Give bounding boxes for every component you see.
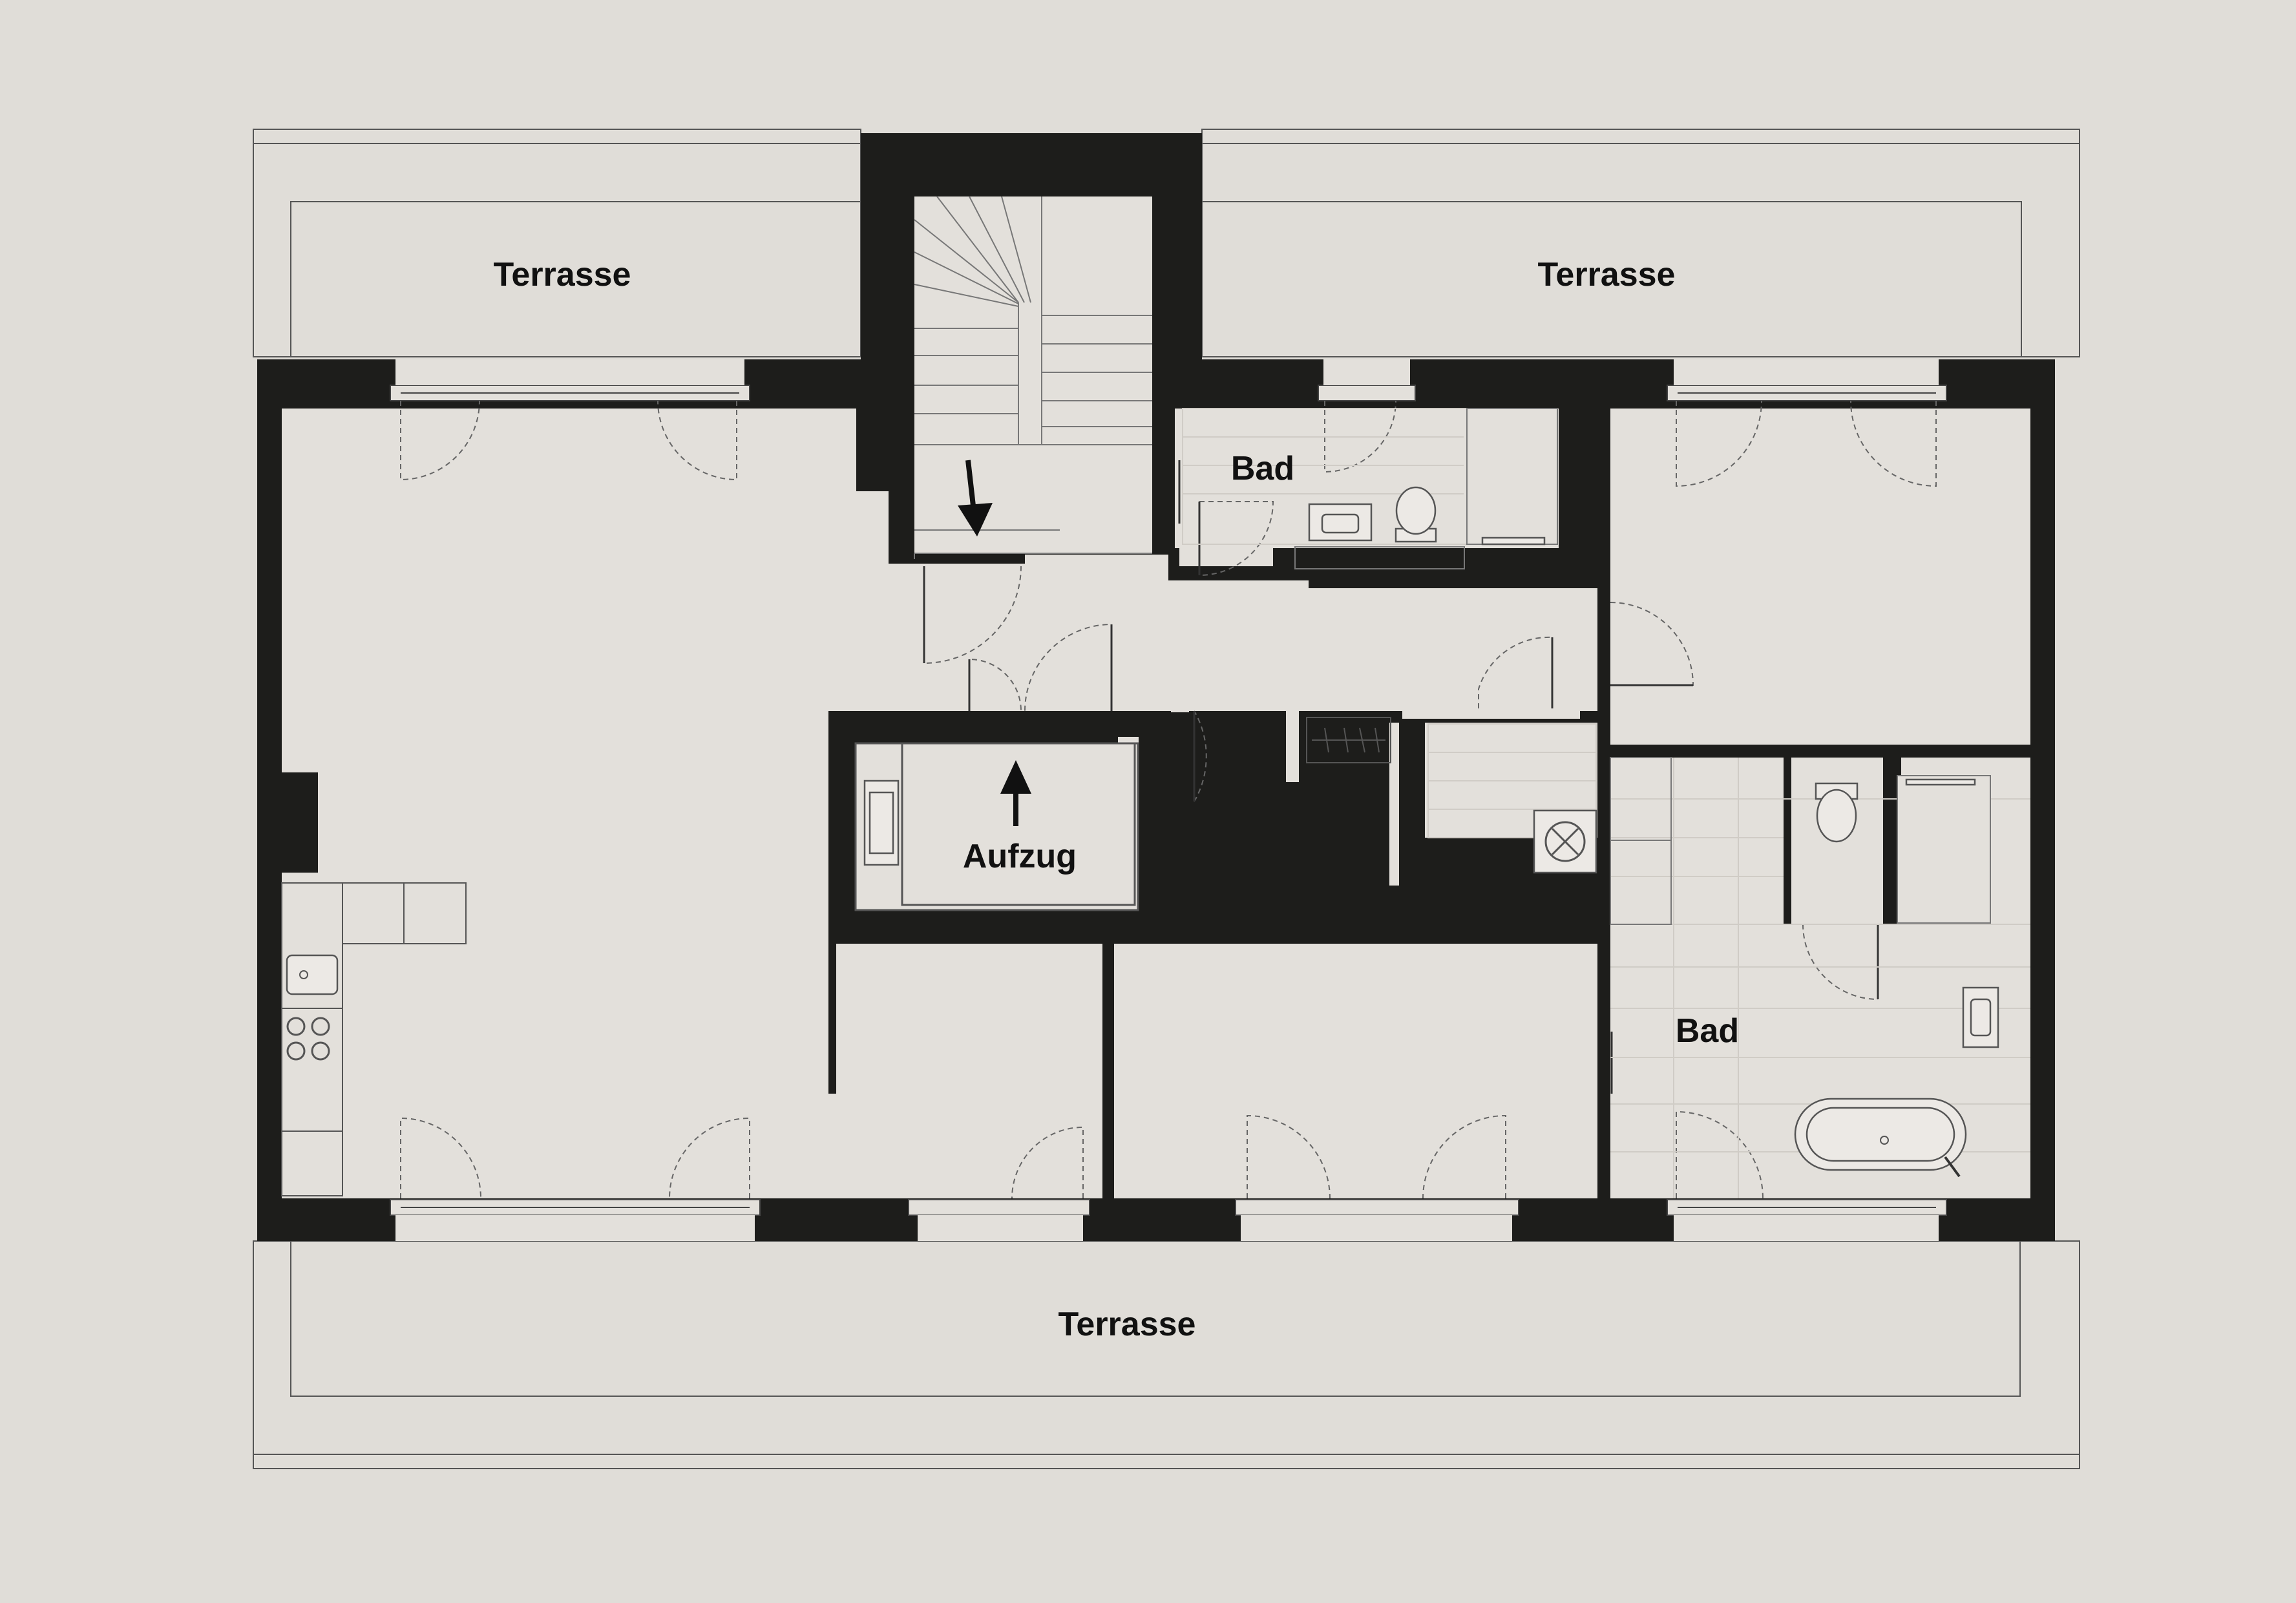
elevator	[854, 742, 1139, 911]
terrace-top-left-label: Terrasse	[494, 256, 631, 293]
cooktop-icon	[286, 1017, 330, 1061]
door-swings	[400, 400, 1937, 1199]
bath-lower-label: Bad	[1676, 1012, 1739, 1050]
arrow-down-icon	[958, 460, 993, 536]
heater-icon	[1533, 809, 1597, 874]
bath-upper-label: Bad	[1231, 450, 1294, 487]
utility-room	[1427, 723, 1597, 874]
sink-icon	[1308, 503, 1373, 542]
arrow-up-icon	[1000, 760, 1031, 826]
wc-toilet-icon	[1815, 782, 1859, 843]
washbasin-icon	[1962, 986, 1999, 1048]
wardrobe	[1306, 717, 1391, 763]
interior-walls	[828, 409, 2030, 1198]
floor-areas	[282, 196, 2030, 1198]
terrace-bottom	[253, 1240, 2080, 1469]
terrace-bottom-label: Terrasse	[1058, 1306, 1196, 1343]
bathtub-icon	[1794, 1098, 1967, 1178]
kitchen	[281, 882, 467, 1196]
toilet-icon	[1395, 486, 1437, 543]
staircase	[914, 196, 1152, 559]
windows	[390, 359, 1947, 1241]
terrace-top-left	[253, 129, 861, 357]
terrace-top-right-label: Terrasse	[1538, 256, 1676, 293]
bath-lower-fixtures	[1610, 757, 2030, 1198]
bath-upper-fixtures	[1182, 408, 1558, 569]
terrace-top-right	[1201, 129, 2080, 357]
kitchen-sink-icon	[286, 954, 339, 995]
elevator-label: Aufzug	[963, 838, 1077, 875]
